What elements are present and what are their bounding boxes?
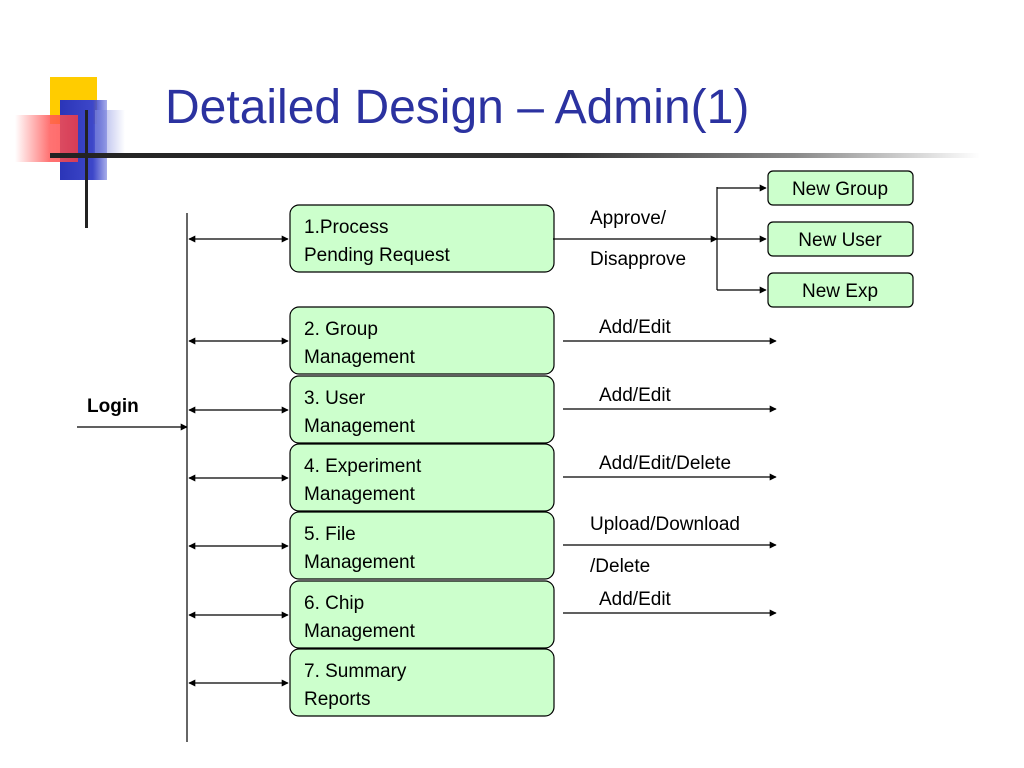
module-box-shape xyxy=(289,648,555,717)
module-label-line2: Management xyxy=(304,347,416,368)
approve-label-line1: Approve/ xyxy=(590,208,667,229)
decor-vertical-line xyxy=(85,110,88,228)
module-label-line1: 2. Group xyxy=(304,319,378,340)
outcome-box: New Exp xyxy=(717,272,914,308)
outcome-box: New Group xyxy=(717,170,914,206)
action-item: Add/Edit/Delete xyxy=(563,453,777,481)
action-label: Add/Edit xyxy=(599,317,672,338)
module-label-line1: 5. File xyxy=(304,524,356,545)
module-label-line1: 6. Chip xyxy=(304,593,364,614)
outcome-label: New Exp xyxy=(802,281,878,302)
outcome-box: New User xyxy=(717,221,914,257)
module-label-line1: 4. Experiment xyxy=(304,456,422,477)
action-item: Add/Edit xyxy=(563,385,777,413)
module-box-shape xyxy=(289,511,555,580)
action-item: Add/Edit xyxy=(563,589,777,617)
module-label-line2: Management xyxy=(304,552,416,573)
decor-blue-fade xyxy=(95,110,125,155)
module-box-shape xyxy=(289,443,555,512)
action-item: Upload/Download/Delete xyxy=(563,514,777,577)
outcome-label: New Group xyxy=(792,179,888,200)
module-label-line2: Management xyxy=(304,621,416,642)
outcome-box-shape xyxy=(767,221,914,257)
outcome-box-shape xyxy=(767,170,914,206)
module-label-line2: Pending Request xyxy=(304,245,450,266)
module-label-line1: 3. User xyxy=(304,388,366,409)
action-label-line1: Upload/Download xyxy=(590,514,740,535)
approve-label-line2: Disapprove xyxy=(590,249,686,270)
action-item: Add/Edit xyxy=(563,317,777,345)
outcome-box-shape xyxy=(767,272,914,308)
login-label: Login xyxy=(87,396,139,417)
module-label-line2: Management xyxy=(304,484,416,505)
module-box-shape xyxy=(289,306,555,375)
title-underline xyxy=(50,153,980,158)
outcome-label: New User xyxy=(798,230,882,251)
action-list: Add/EditAdd/EditAdd/Edit/DeleteUpload/Do… xyxy=(563,317,777,617)
action-label: Add/Edit xyxy=(599,385,672,406)
module-label-line1: 7. Summary xyxy=(304,661,407,682)
action-label-line2: /Delete xyxy=(590,556,650,577)
slide-title: Detailed Design – Admin(1) xyxy=(165,81,750,134)
module-label-line2: Management xyxy=(304,416,416,437)
module-label-line1: 1.Process xyxy=(304,217,388,238)
module-label-line2: Reports xyxy=(304,689,371,710)
module-box-shape xyxy=(289,580,555,649)
action-label: Add/Edit/Delete xyxy=(599,453,731,474)
module-box-shape xyxy=(289,375,555,444)
action-label: Add/Edit xyxy=(599,589,672,610)
